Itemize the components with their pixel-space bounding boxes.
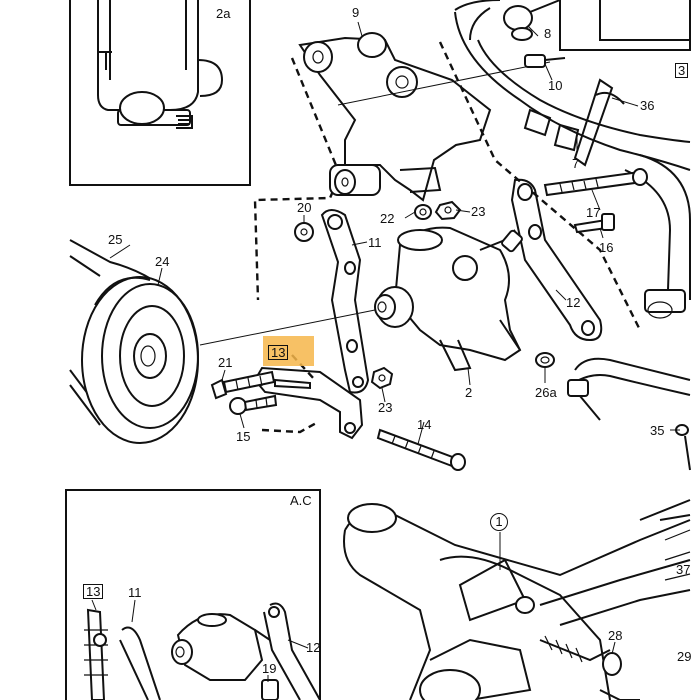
bolt-15 — [229, 394, 278, 415]
washer-26a — [535, 352, 555, 368]
pressure-pipe — [567, 357, 691, 421]
callout-13-inset: 13 — [83, 584, 104, 599]
reservoir-inset — [69, 0, 251, 186]
callout-19-inset: 19 — [262, 661, 277, 676]
callout-11-inset: 11 — [128, 585, 142, 600]
callout-9: 9 — [352, 5, 360, 20]
steering-gear-1 — [343, 499, 691, 700]
bolt-35 — [675, 424, 691, 471]
callout-28: 28 — [608, 628, 623, 643]
bolt-21 — [210, 370, 276, 400]
callout-12: 12 — [566, 295, 581, 310]
callout-3: 3 — [675, 63, 689, 78]
callout-2a: 2a — [216, 6, 231, 21]
leader-lines — [91, 21, 680, 682]
ac-inset-label: A.C — [290, 493, 312, 508]
callout-29: 29 — [677, 649, 692, 664]
callout-2: 2 — [465, 385, 473, 400]
plate-11 — [320, 209, 370, 394]
nuts — [294, 200, 462, 390]
bracket-12 — [510, 178, 603, 342]
highlight-box-13 — [263, 336, 314, 366]
callout-20: 20 — [297, 200, 312, 215]
callout-35: 35 — [650, 423, 665, 438]
ac-inset-frame — [65, 489, 321, 700]
callout-1: 1 — [490, 513, 508, 531]
callout-10: 10 — [548, 78, 563, 93]
bolt-16 — [573, 213, 615, 234]
bolt-17 — [543, 168, 648, 197]
pump-2 — [199, 226, 523, 372]
callout-24: 24 — [155, 254, 170, 269]
callout-36: 36 — [640, 98, 655, 113]
callout-7: 7 — [572, 156, 580, 171]
bracket-9 — [253, 32, 642, 331]
bracket-13 — [253, 354, 364, 440]
callout-15: 15 — [236, 429, 251, 444]
callout-8: 8 — [544, 26, 552, 41]
callout-25: 25 — [108, 232, 123, 247]
callout-23-bottom: 23 — [378, 400, 393, 415]
callout-17: 17 — [586, 205, 601, 220]
callout-13: 13 — [268, 345, 289, 360]
callout-16: 16 — [599, 240, 614, 255]
callout-21: 21 — [218, 355, 233, 370]
callout-26a: 26a — [535, 385, 557, 400]
callout-23-top: 23 — [471, 204, 486, 219]
pulley-24 — [69, 239, 199, 444]
ac-inset-parts — [84, 602, 321, 700]
callout-12-inset: 12 — [306, 640, 321, 655]
callout-14: 14 — [417, 417, 432, 432]
hoses-top — [454, 0, 691, 319]
bolt-14 — [376, 428, 466, 471]
callout-11: 11 — [368, 235, 382, 250]
callout-22: 22 — [380, 211, 395, 226]
callout-37: 37 — [676, 562, 691, 577]
